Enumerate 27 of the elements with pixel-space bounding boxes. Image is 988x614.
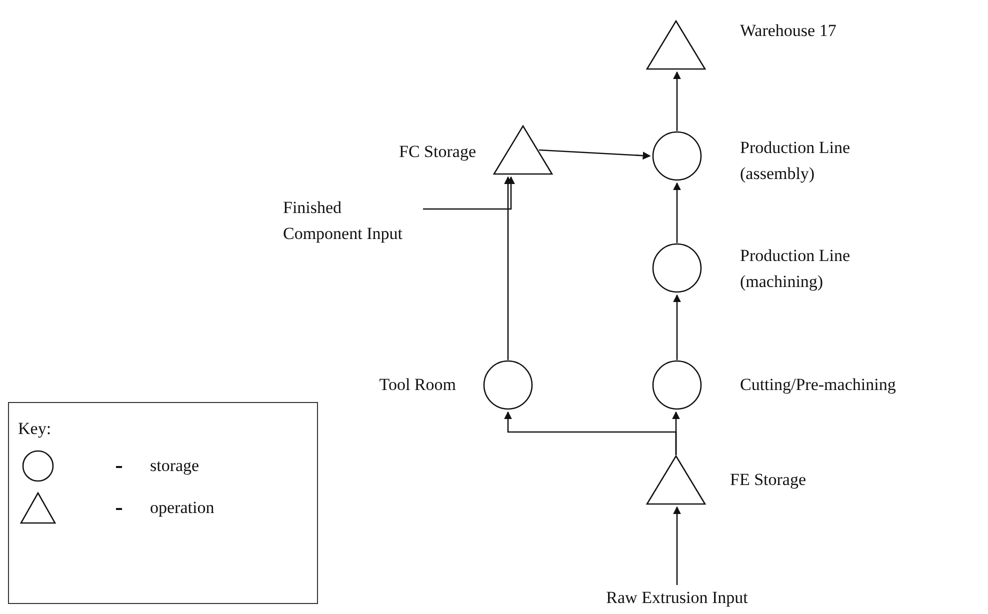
arrow (538, 149, 651, 160)
node-label: FE Storage (730, 469, 808, 491)
arrow (423, 176, 515, 210)
legend-label: storage (150, 455, 200, 477)
arrow (504, 411, 677, 455)
arrow (673, 294, 681, 360)
storage-circle (652, 360, 702, 410)
node-label: Production Line (machining) (740, 245, 852, 293)
legend-title: Key: (18, 418, 52, 440)
operation-triangle (646, 455, 706, 505)
storage-circle (483, 360, 533, 410)
arrow (673, 71, 681, 131)
node-label: Cutting/Pre-machining (740, 374, 897, 396)
storage-circle (652, 243, 702, 293)
operation-triangle (493, 125, 553, 175)
storage-circle (652, 131, 702, 181)
arrow (673, 506, 681, 585)
input-label: Raw Extrusion Input (577, 585, 777, 611)
arrow (504, 176, 512, 360)
arrow (673, 182, 681, 243)
input-label: Finished Component Input (283, 195, 423, 247)
node-label: FC Storage (398, 141, 476, 163)
node-label: Tool Room (378, 374, 456, 396)
node-label: Production Line (assembly) (740, 137, 852, 185)
legend-label: operation (150, 497, 214, 519)
operation-triangle (646, 20, 706, 70)
node-label: Warehouse 17 (740, 20, 838, 42)
